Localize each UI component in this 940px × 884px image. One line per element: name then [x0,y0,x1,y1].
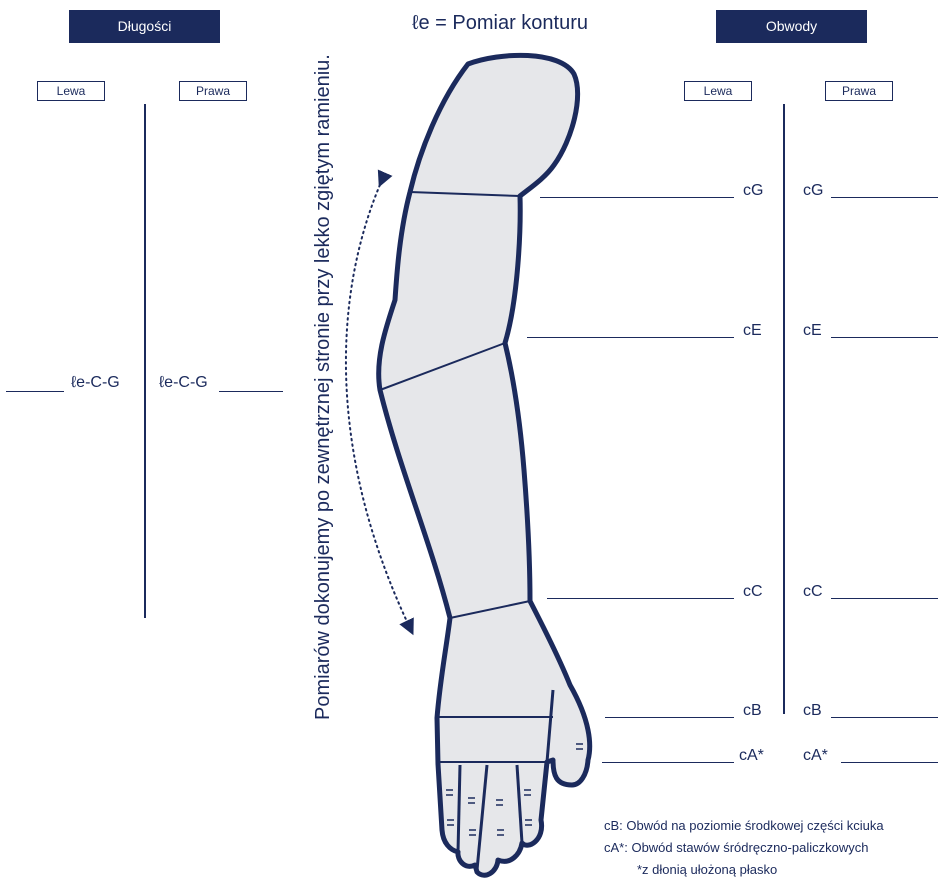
circ-left-ce: cE [743,322,762,339]
circ-right-cc: cC [803,583,823,600]
segment-cg [409,191,521,197]
segment-cc [449,600,531,619]
circ-right-label: Prawa [825,81,893,101]
circ-divider [783,104,785,714]
circ-right-fill-ce[interactable] [831,337,938,338]
circ-right-ca: cA* [803,747,828,764]
circ-left-fill-cb[interactable] [605,717,734,718]
circ-right-cg: cG [803,182,824,199]
note-flat: *z dłonią ułożoną płasko [637,862,778,877]
measure-direction-arrow [344,169,414,636]
lengths-divider [144,104,146,618]
circ-left-cg: cG [743,182,764,199]
length-right-fill-line[interactable] [219,391,283,392]
note-cb: cB: Obwód na poziomie środkowej części k… [604,818,884,833]
lengths-left-label: Lewa [37,81,105,101]
circ-right-ce: cE [803,322,822,339]
circ-left-fill-ca[interactable] [602,762,734,763]
circ-left-cc: cC [743,583,763,600]
circ-left-fill-cg[interactable] [540,197,734,198]
arm-outline [376,52,593,878]
circumferences-header: Obwody [716,10,867,43]
circ-left-ca: cA* [739,747,764,764]
lengths-right-label: Prawa [179,81,247,101]
circ-right-cb: cB [803,702,822,719]
circ-right-fill-cg[interactable] [831,197,938,198]
note-ca: cA*: Obwód stawów śródręczno-paliczkowyc… [604,840,869,855]
circ-right-fill-cc[interactable] [831,598,938,599]
circ-left-fill-cc[interactable] [547,598,734,599]
circ-left-cb: cB [743,702,762,719]
length-left-fill-line[interactable] [6,391,64,392]
circ-right-fill-cb[interactable] [831,717,938,718]
circ-right-fill-ca[interactable] [841,762,938,763]
page-title: ℓe = Pomiar konturu [412,12,588,34]
length-left-measure: ℓe-C-G [71,374,120,391]
length-right-measure: ℓe-C-G [159,374,208,391]
lengths-header: Długości [69,10,220,43]
circ-left-fill-ce[interactable] [527,337,734,338]
circ-left-label: Lewa [684,81,752,101]
